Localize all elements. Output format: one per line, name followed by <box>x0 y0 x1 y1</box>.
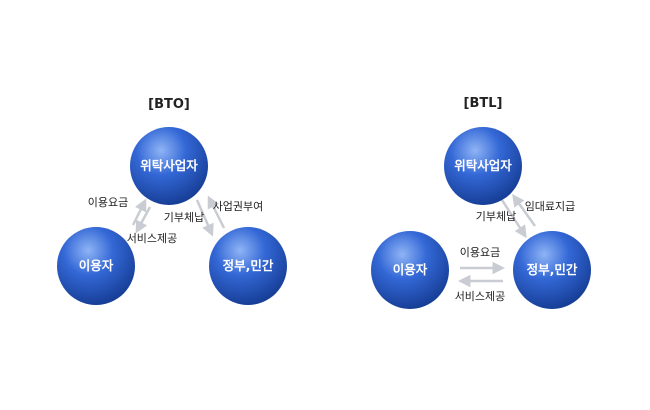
bto-node-trustee: 위탁사업자 <box>130 127 208 205</box>
bto-node-user: 이용자 <box>57 227 135 305</box>
btl-node-gov: 정부,민간 <box>513 231 591 309</box>
svg-text:정부,민간: 정부,민간 <box>223 258 274 273</box>
btl-label-donation: 기부체납 <box>476 210 516 223</box>
svg-text:정부,민간: 정부,민간 <box>527 262 578 277</box>
btl-diagram: [BTL] 위탁사업자 이용자 정부,민간 기부체납 임대료지급 이용요금 서비… <box>371 96 591 309</box>
btl-label-user-fee: 이용요금 <box>460 246 500 259</box>
bto-title: [BTO] <box>148 97 190 112</box>
bto-arrow-right-grant <box>195 199 214 237</box>
btl-title: [BTL] <box>464 96 503 111</box>
btl-node-user: 이용자 <box>371 231 449 309</box>
svg-text:위탁사업자: 위탁사업자 <box>454 158 512 173</box>
bto-label-user-fee: 이용요금 <box>88 196 128 209</box>
bto-label-right-grant: 사업권부여 <box>213 200 264 213</box>
svg-text:위탁사업자: 위탁사업자 <box>140 158 198 173</box>
bto-label-service: 서비스제공 <box>127 232 178 245</box>
btl-label-rent-payment: 임대료지급 <box>525 200 576 213</box>
btl-arrow-donation <box>500 199 527 239</box>
bto-label-donation: 기부체납 <box>164 211 204 224</box>
svg-text:이용자: 이용자 <box>79 258 114 273</box>
bto-arrow-donation <box>207 195 226 229</box>
btl-label-service: 서비스제공 <box>455 290 506 303</box>
bto-arrow-service <box>135 206 152 234</box>
bto-diagram: [BTO] 위탁사업자 이용자 정부,민간 이용요금 서비스제공 기부체납 사업… <box>57 97 287 305</box>
svg-text:이용자: 이용자 <box>393 262 428 277</box>
btl-arrow-rent-payment <box>512 193 537 227</box>
btl-node-trustee: 위탁사업자 <box>444 127 522 205</box>
bto-arrow-user-fee <box>131 198 147 226</box>
bto-node-gov: 정부,민간 <box>209 227 287 305</box>
